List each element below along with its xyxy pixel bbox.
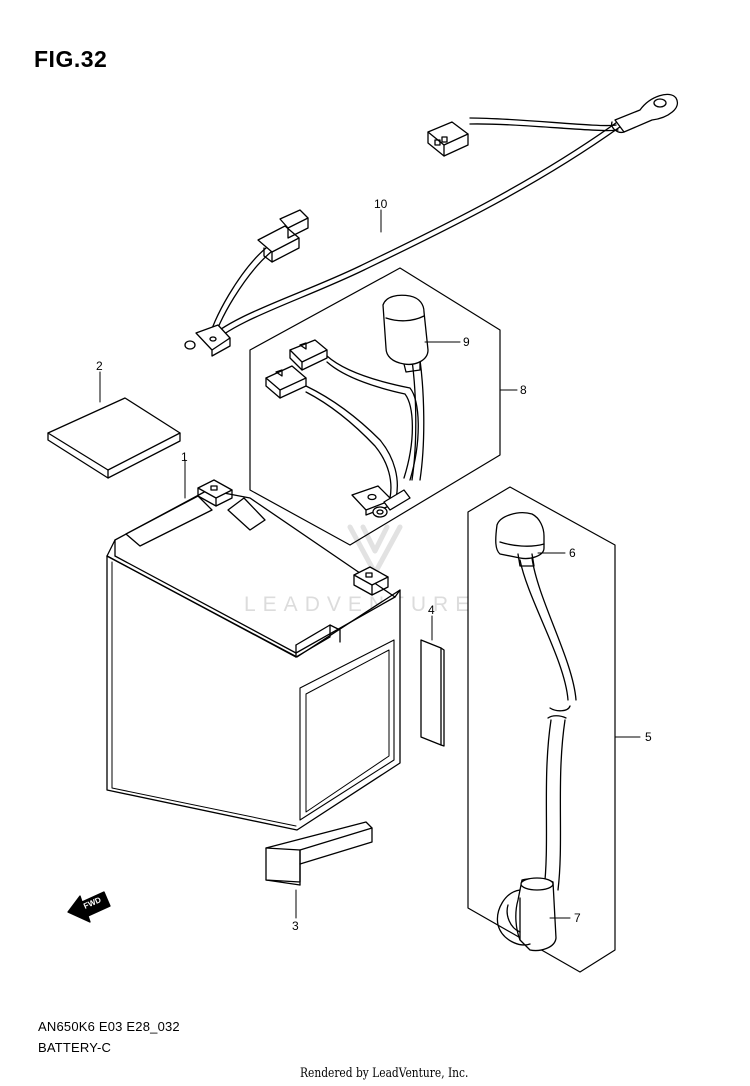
harness-connector-upper (427, 121, 469, 157)
callout-3: 3 (292, 919, 299, 933)
part-2-battery-pad (47, 397, 181, 479)
fwd-direction-arrow: FWD (67, 891, 111, 923)
callout-10: 10 (374, 197, 388, 211)
part-7-negative-terminal-boot (496, 877, 557, 952)
harness-ring-terminal-upper (611, 93, 678, 134)
callout-8: 8 (520, 383, 527, 397)
harness-ground-terminal (184, 324, 231, 357)
battery-terminal-left (197, 479, 233, 507)
section-name: BATTERY-C (38, 1040, 112, 1055)
part-9-positive-terminal-cover (382, 294, 429, 373)
part-8-assembly-outline (249, 267, 501, 546)
positive-ring-terminal (351, 485, 411, 518)
part-1-battery (106, 479, 401, 831)
part-5-negative-cable (519, 557, 577, 891)
part-4-side-pad (420, 639, 445, 747)
model-code: AN650K6 E03 E28_032 (38, 1019, 180, 1034)
callout-7: 7 (574, 911, 581, 925)
figure-title: FIG.32 (34, 46, 108, 72)
leader-lines (99, 209, 641, 919)
rendered-by-credit: Rendered by LeadVenture, Inc. (300, 1066, 469, 1081)
part-10-wiring-harness (184, 93, 678, 357)
callout-labels: 1 2 3 4 5 6 7 8 9 10 (96, 197, 652, 933)
harness-connector-lower (257, 209, 309, 263)
battery-terminal-right (353, 566, 389, 596)
watermark-text: LEADVENTURE (244, 593, 476, 616)
callout-4: 4 (428, 603, 435, 617)
callout-9: 9 (463, 335, 470, 349)
part-6-negative-terminal-cover (495, 512, 545, 567)
part-3-spacer (265, 821, 373, 886)
callout-2: 2 (96, 359, 103, 373)
callout-1: 1 (181, 450, 188, 464)
part-5-assembly-outline (467, 486, 616, 973)
callout-6: 6 (569, 546, 576, 560)
callout-5: 5 (645, 730, 652, 744)
part-8-positive-lead (265, 339, 425, 518)
